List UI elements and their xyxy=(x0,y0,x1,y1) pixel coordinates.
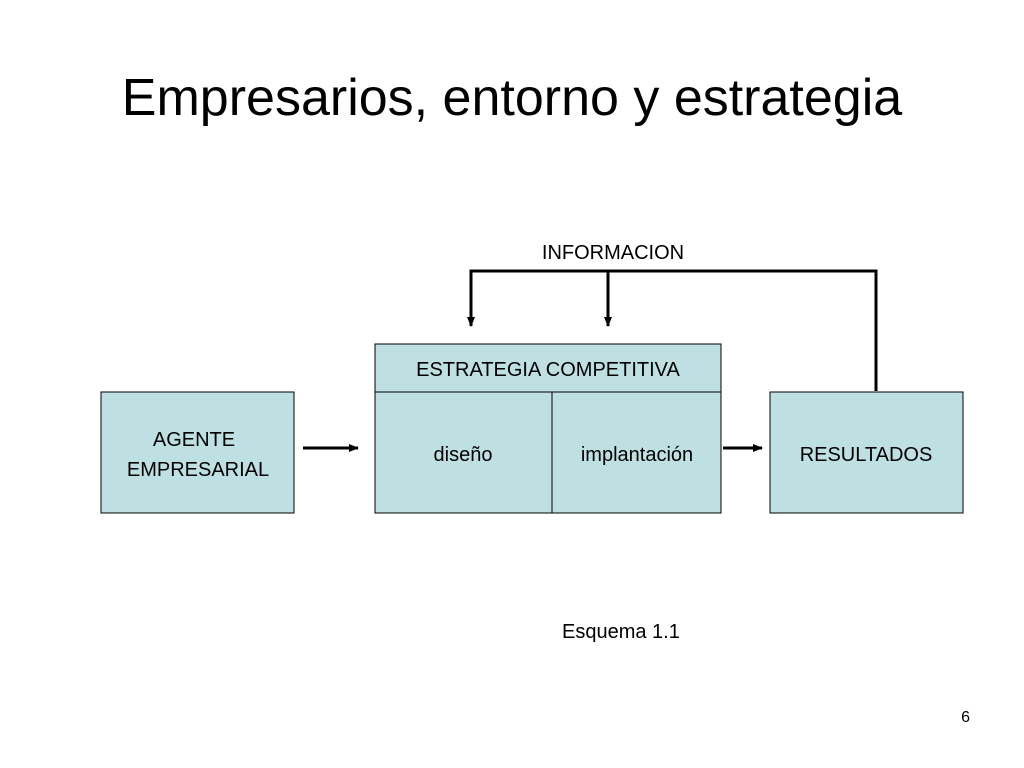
agent-label-line2: EMPRESARIAL xyxy=(127,459,269,481)
design-label: diseño xyxy=(434,444,493,466)
feedback-label: INFORMACION xyxy=(542,242,684,264)
design-box: diseño xyxy=(374,391,553,514)
slide-title: Empresarios, entorno y estrategia xyxy=(121,69,903,127)
results-box: RESULTADOS xyxy=(769,391,964,514)
diagram-caption: Esquema 1.1 xyxy=(562,621,680,643)
results-label: RESULTADOS xyxy=(800,444,933,466)
agent-label-line1: AGENTE xyxy=(153,429,235,451)
page-number: 6 xyxy=(961,709,970,726)
agent-box: AGENTE EMPRESARIAL xyxy=(100,391,295,514)
implementation-label: implantación xyxy=(581,444,693,466)
strategy-header-box: ESTRATEGIA COMPETITIVA xyxy=(374,343,722,393)
feedback-line xyxy=(469,269,878,391)
implementation-box: implantación xyxy=(551,391,722,514)
strategy-header-label: ESTRATEGIA COMPETITIVA xyxy=(416,359,680,381)
